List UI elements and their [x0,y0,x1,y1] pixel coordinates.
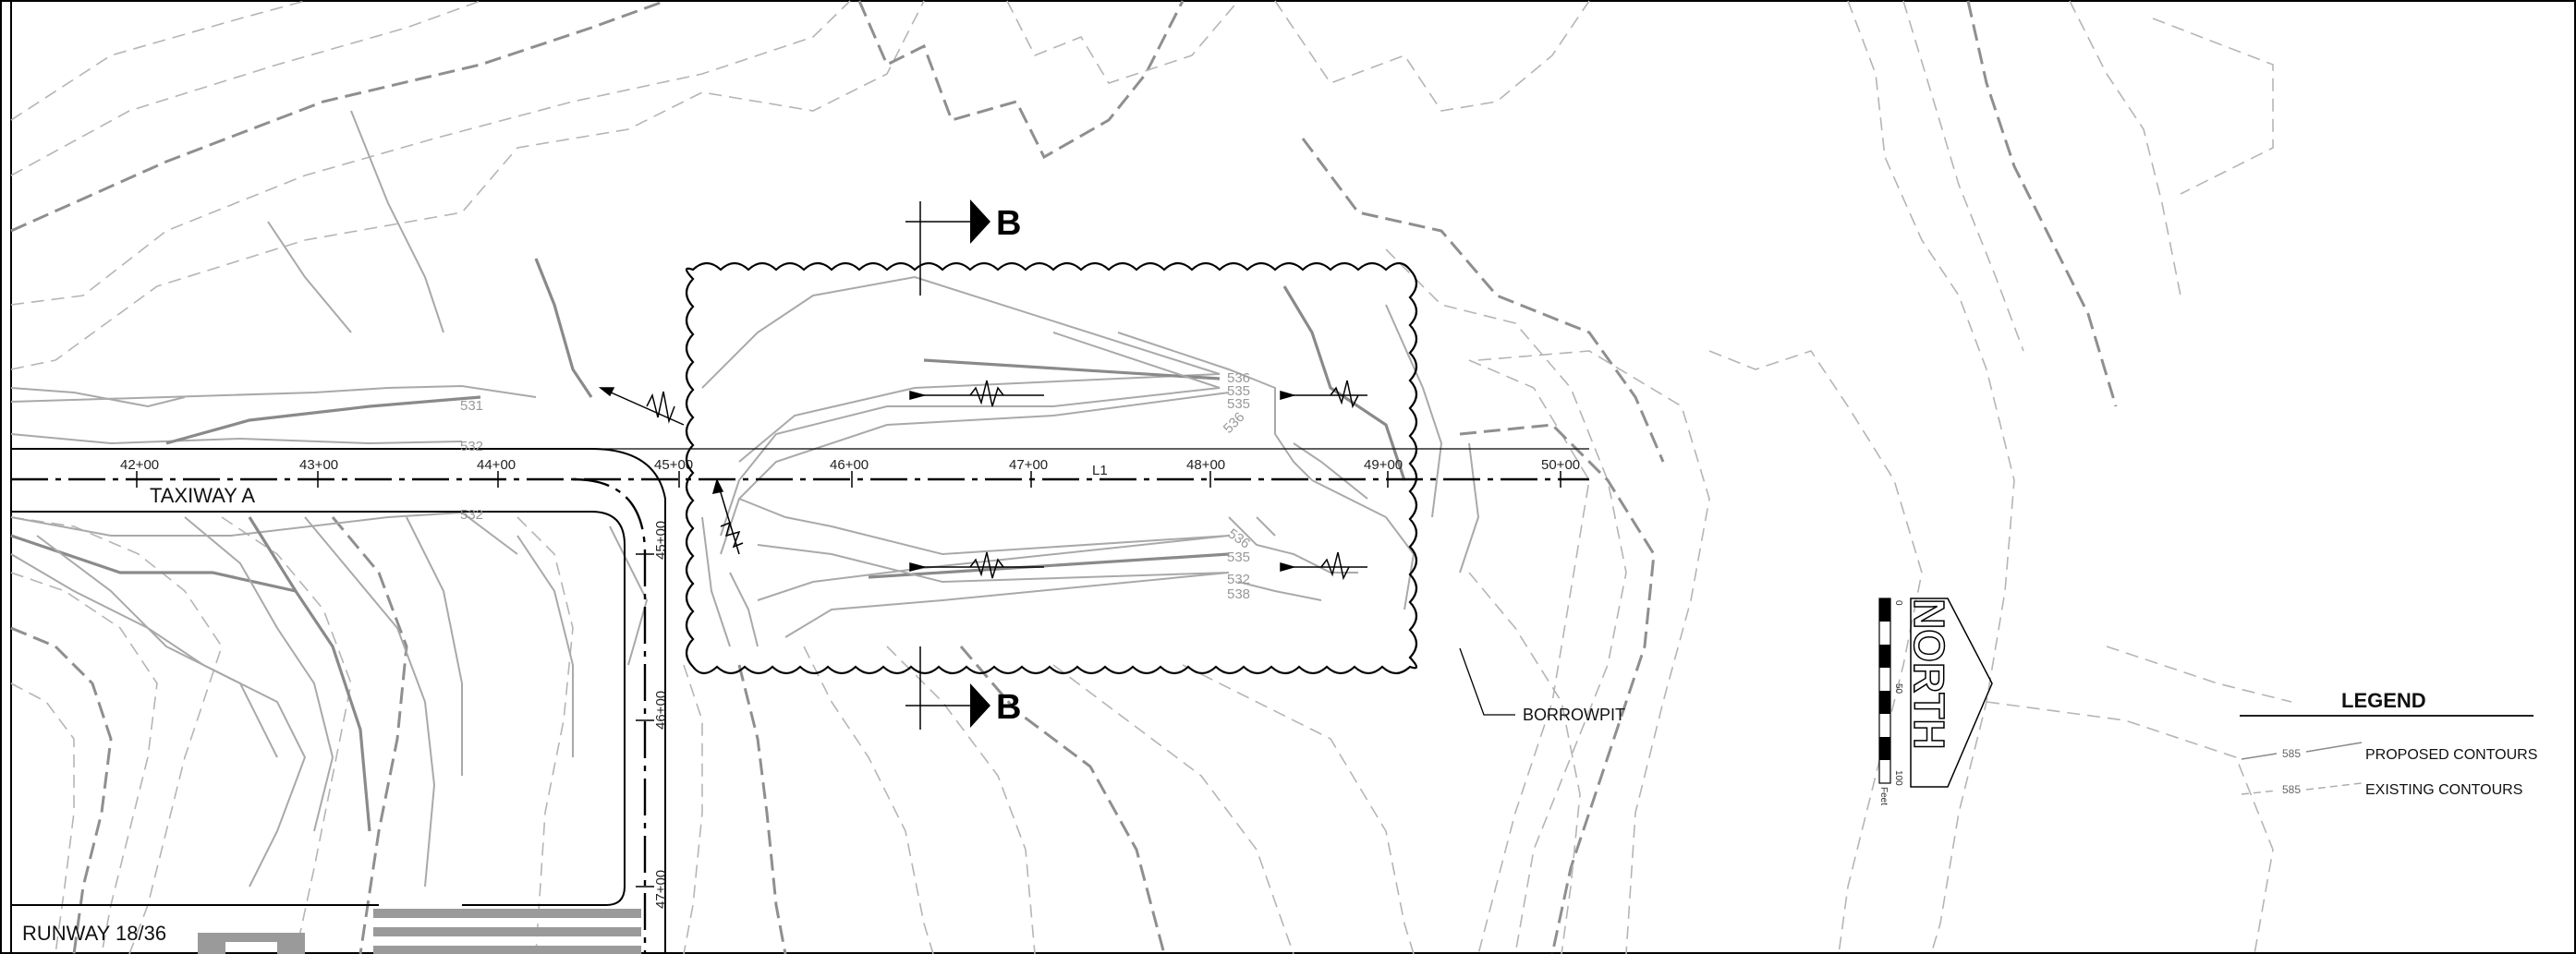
connector-station-label: 47+00 [653,870,669,909]
section-cut-b-top: B [905,199,1021,296]
runway-markings [198,909,641,954]
svg-text:BORROWPIT: BORROWPIT [1523,706,1625,724]
svg-text:532: 532 [460,439,483,454]
connector-station-label: 46+00 [653,691,669,730]
svg-text:585: 585 [2282,747,2301,760]
svg-text:535: 535 [1227,383,1250,399]
taxiway-a-pavement [11,448,1589,954]
svg-text:B: B [996,688,1021,727]
runway-label: RUNWAY 18/36 [22,922,166,945]
svg-text:B: B [996,204,1021,243]
drainage-flow-arrows [598,380,1367,581]
north-arrow: NORTH 0 50 100 Feet [1878,598,1993,805]
proposed-contours [10,110,1480,888]
svg-text:536: 536 [1227,370,1250,386]
taxiway-label: TAXIWAY A [150,484,255,507]
station-label: 48+00 [1186,457,1225,473]
station-label: 42+00 [120,457,159,473]
station-labels: 42+00 43+00 44+00 45+00 46+00 47+00 48+0… [120,457,1580,909]
station-label: 50+00 [1541,457,1580,473]
station-label: 43+00 [299,457,338,473]
svg-text:0: 0 [1893,600,1903,606]
north-label: NORTH [1905,598,1953,750]
station-label: 45+00 [654,457,693,473]
borrowpit-callout: BORROWPIT [1459,647,1625,724]
svg-text:100: 100 [1893,770,1903,786]
station-label: 49+00 [1364,457,1403,473]
svg-text:536: 536 [1221,409,1248,437]
taxiway-centerline [11,477,1589,954]
station-label: 47+00 [1009,457,1048,473]
legend-item-label: PROPOSED CONTOURS [2365,747,2537,763]
legend-item-label: EXISTING CONTOURS [2365,782,2522,798]
svg-text:50: 50 [1893,683,1903,694]
station-label: 44+00 [477,457,516,473]
alignment-label: L1 [1092,463,1108,478]
svg-text:532: 532 [1227,572,1250,587]
connector-station-label: 45+00 [653,521,669,560]
existing-contours [10,0,2292,954]
legend: LEGEND 585 PROPOSED CONTOURS 585 EXISTIN… [2240,689,2537,798]
svg-text:538: 538 [1227,586,1250,602]
borrowpit-revision-cloud [685,261,1418,675]
station-ticks [136,471,1561,888]
svg-text:Feet: Feet [1878,787,1889,805]
station-label: 46+00 [830,457,869,473]
svg-text:535: 535 [1227,396,1250,412]
svg-text:532: 532 [460,507,483,523]
svg-text:531: 531 [460,398,483,414]
borrowpit-grading [701,275,1416,647]
section-cut-b-bottom: B [905,646,1021,730]
legend-title: LEGEND [2341,689,2426,712]
svg-text:585: 585 [2282,783,2301,796]
svg-text:535: 535 [1227,549,1250,565]
svg-text:536: 536 [1225,525,1253,551]
